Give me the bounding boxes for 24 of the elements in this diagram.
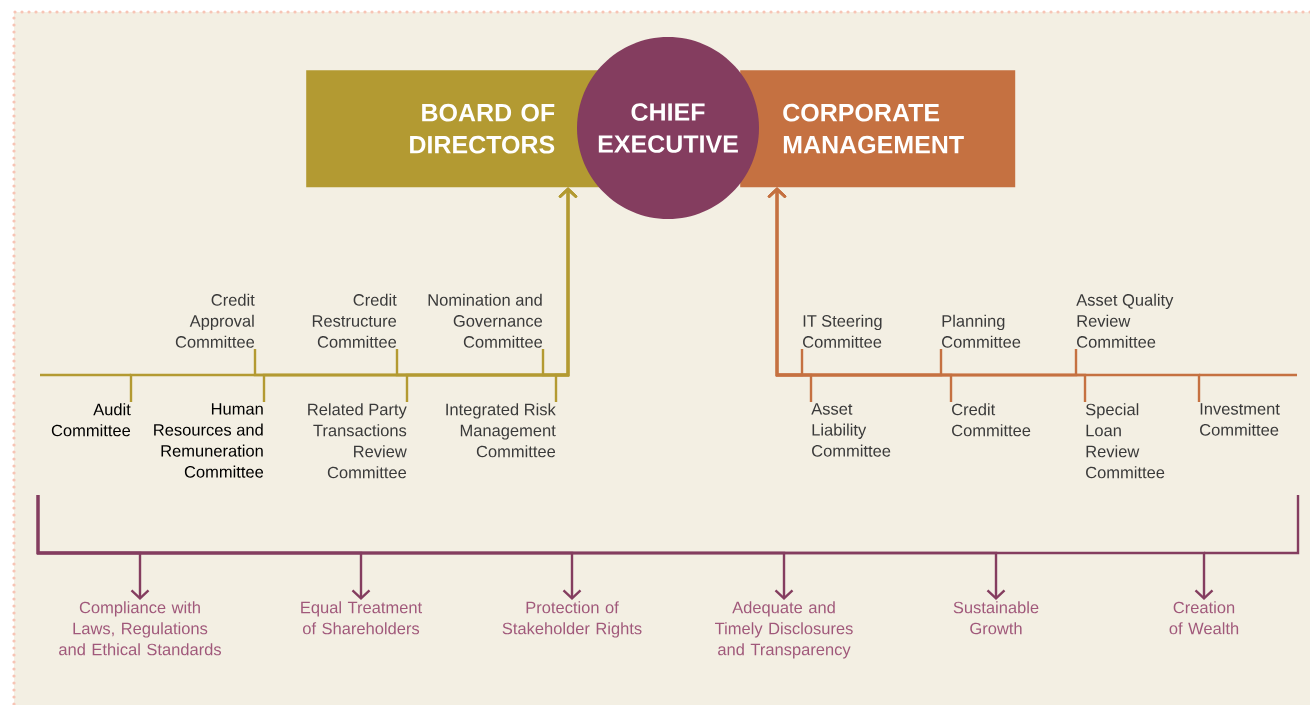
principle-label: Compliance with Laws, Regulations and Ethical Standards <box>59 601 221 656</box>
committee-label: Planning Committee <box>942 314 1021 348</box>
principle-label: Creation of Wealth <box>1169 601 1239 635</box>
principle-label: Protection of Stakeholder Rights <box>502 601 642 638</box>
committee-label: Credit Restructure Committee <box>312 293 397 348</box>
committee-label: Special Loan Review Committee <box>1085 403 1165 479</box>
principle-label: Adequate and Timely Disclosures and Transparency <box>715 601 853 659</box>
management-box: CORPORATE MANAGEMENT <box>740 70 1016 188</box>
committee-label: Credit Approval Committee <box>175 293 255 348</box>
arrow <box>36 495 1214 600</box>
principle-label: Equal Treatment of Shareholders <box>301 601 423 635</box>
committee-label: Integrated Risk Management Committee <box>446 403 556 458</box>
committee-label: Nomination and Governance Committee <box>428 293 543 348</box>
arrow <box>767 187 1201 402</box>
committee-label: Human Resources and Remuneration Committee <box>154 403 264 478</box>
committee-label: Credit Committee <box>952 403 1031 437</box>
principle-label: Sustainable Growth <box>953 601 1039 635</box>
committee-label: Investment Committee <box>1200 403 1280 436</box>
committee-label: Asset Quality Review Committee <box>1076 293 1174 348</box>
committee-label: Related Party Transactions Review Committee <box>308 403 407 479</box>
arrow <box>554 187 578 402</box>
committee-label: Audit Committee <box>51 403 131 437</box>
committee-label: IT Steering Committee <box>803 314 882 348</box>
committee-label: Asset Liability Committee <box>811 403 891 457</box>
